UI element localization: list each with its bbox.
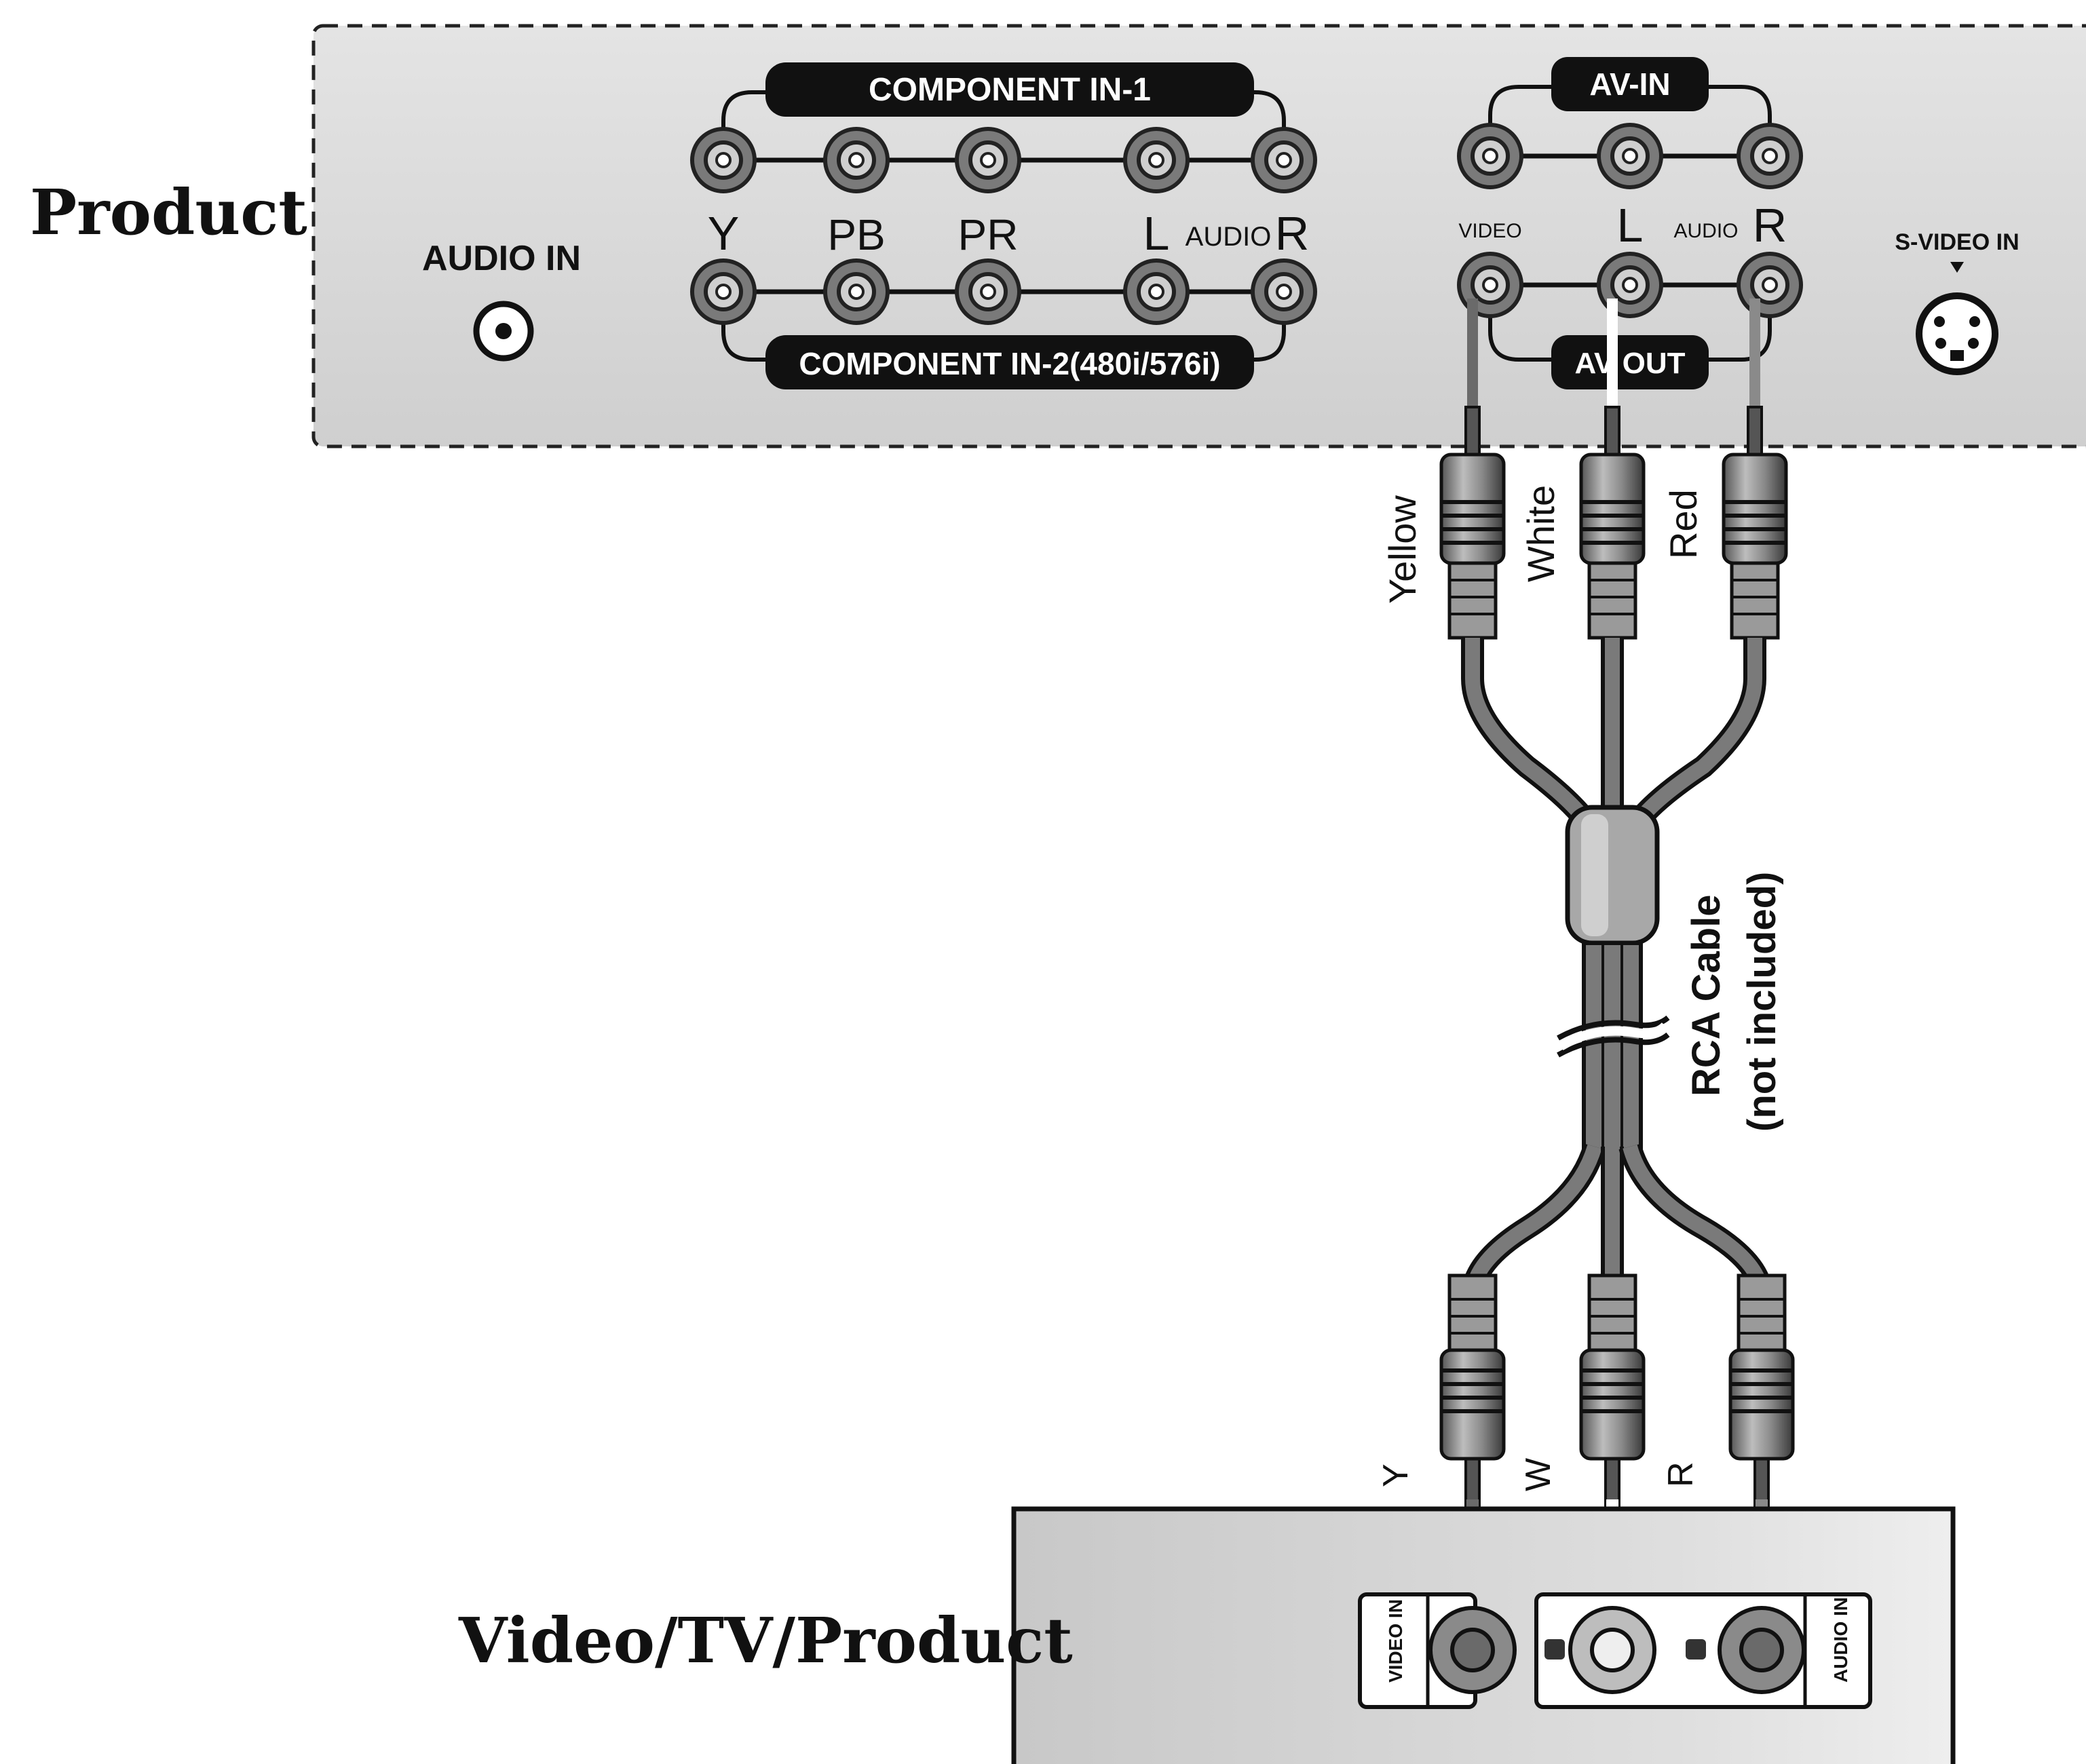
l-label: L [1143,207,1170,260]
audio-label: AUDIO [1186,222,1272,252]
device-audio-in [1534,1592,1872,1709]
av-in-badge [1551,57,1709,111]
s-video-in-jack [1916,292,1998,375]
av-in-jacks [1459,125,1801,187]
pb-label: PB [827,210,885,259]
device-audio-in-label: AUDIO IN [1830,1597,1851,1683]
av-l-label: L [1617,199,1644,252]
red-label: Red [1662,489,1705,559]
video-tv-product-label: Video/TV/Product [458,1604,1073,1677]
yellow-label: Yellow [1381,495,1424,604]
device-video-in-label: VIDEO IN [1385,1599,1406,1683]
y-label: Y [708,207,740,260]
av-r-label: R [1753,199,1787,252]
av-in-label: AV-IN [1589,66,1670,102]
audio-in-label: AUDIO IN [422,239,581,278]
component-in-2-badge [765,335,1254,389]
rca-cable-label: RCA Cable [1684,894,1728,1096]
rca-cable [1441,299,1793,1628]
s-video-in-label: S-VIDEO IN [1895,229,2019,255]
component-in-1-label: COMPONENT IN-1 [869,72,1151,108]
component-in-2-label: COMPONENT IN-2(480i/576i) [799,346,1220,381]
w-plug-label: W [1519,1458,1558,1491]
av-out-badge [1551,335,1709,389]
product-label: Product [30,176,307,249]
device-video-in [1358,1592,1517,1709]
av-audio-label: AUDIO [1673,220,1738,242]
white-label: White [1519,485,1562,582]
av-video-label: VIDEO [1458,220,1521,242]
audio-in-jack [473,301,534,362]
r-label: R [1275,207,1310,260]
av-out-label: AV OUT [1575,347,1686,380]
r-plug-label: R [1661,1461,1701,1487]
component-in-1-badge [765,62,1254,117]
not-included-label: (not included) [1740,872,1784,1132]
y-plug-label: Y [1376,1463,1416,1487]
pr-label: PR [958,210,1019,259]
